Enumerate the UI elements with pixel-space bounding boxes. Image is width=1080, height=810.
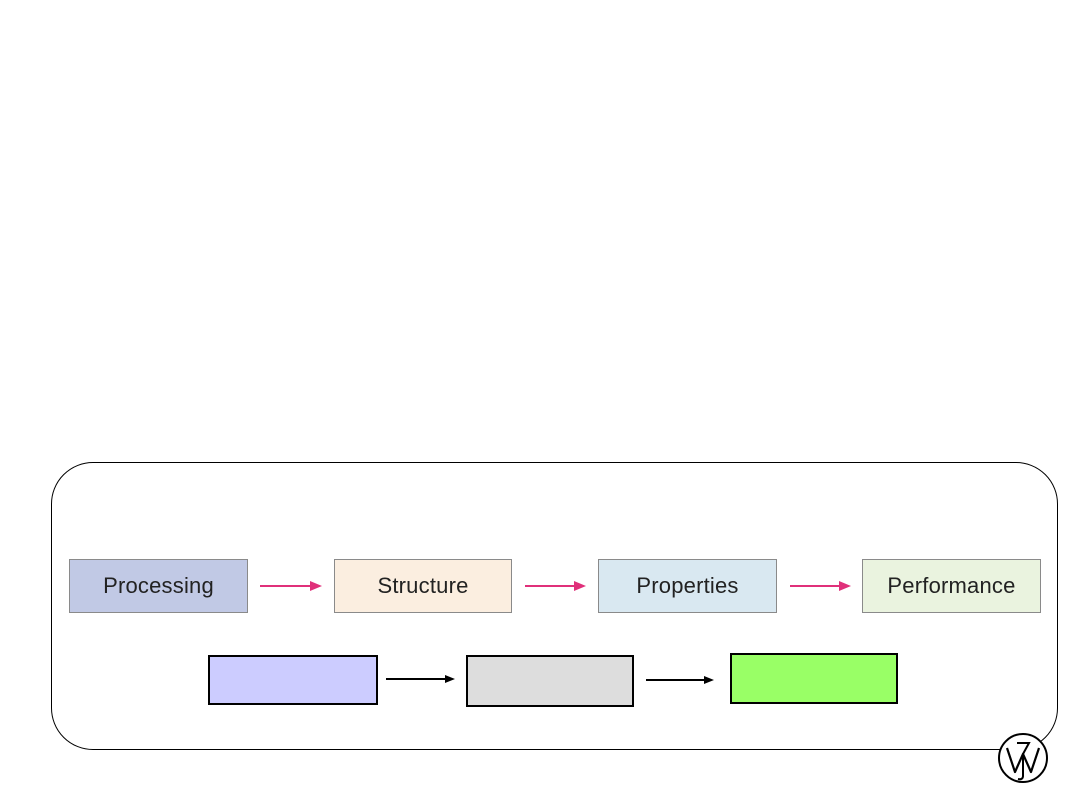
blank-box-1 bbox=[208, 655, 378, 705]
performance-box: Performance bbox=[862, 559, 1041, 613]
wiley-logo-icon bbox=[998, 733, 1048, 783]
properties-box: Properties bbox=[598, 559, 777, 613]
blank-box-3 bbox=[730, 653, 898, 704]
structure-box: Structure bbox=[334, 559, 512, 613]
blank-box-2 bbox=[466, 655, 634, 707]
diagram-frame bbox=[51, 462, 1058, 750]
processing-box: Processing bbox=[69, 559, 248, 613]
